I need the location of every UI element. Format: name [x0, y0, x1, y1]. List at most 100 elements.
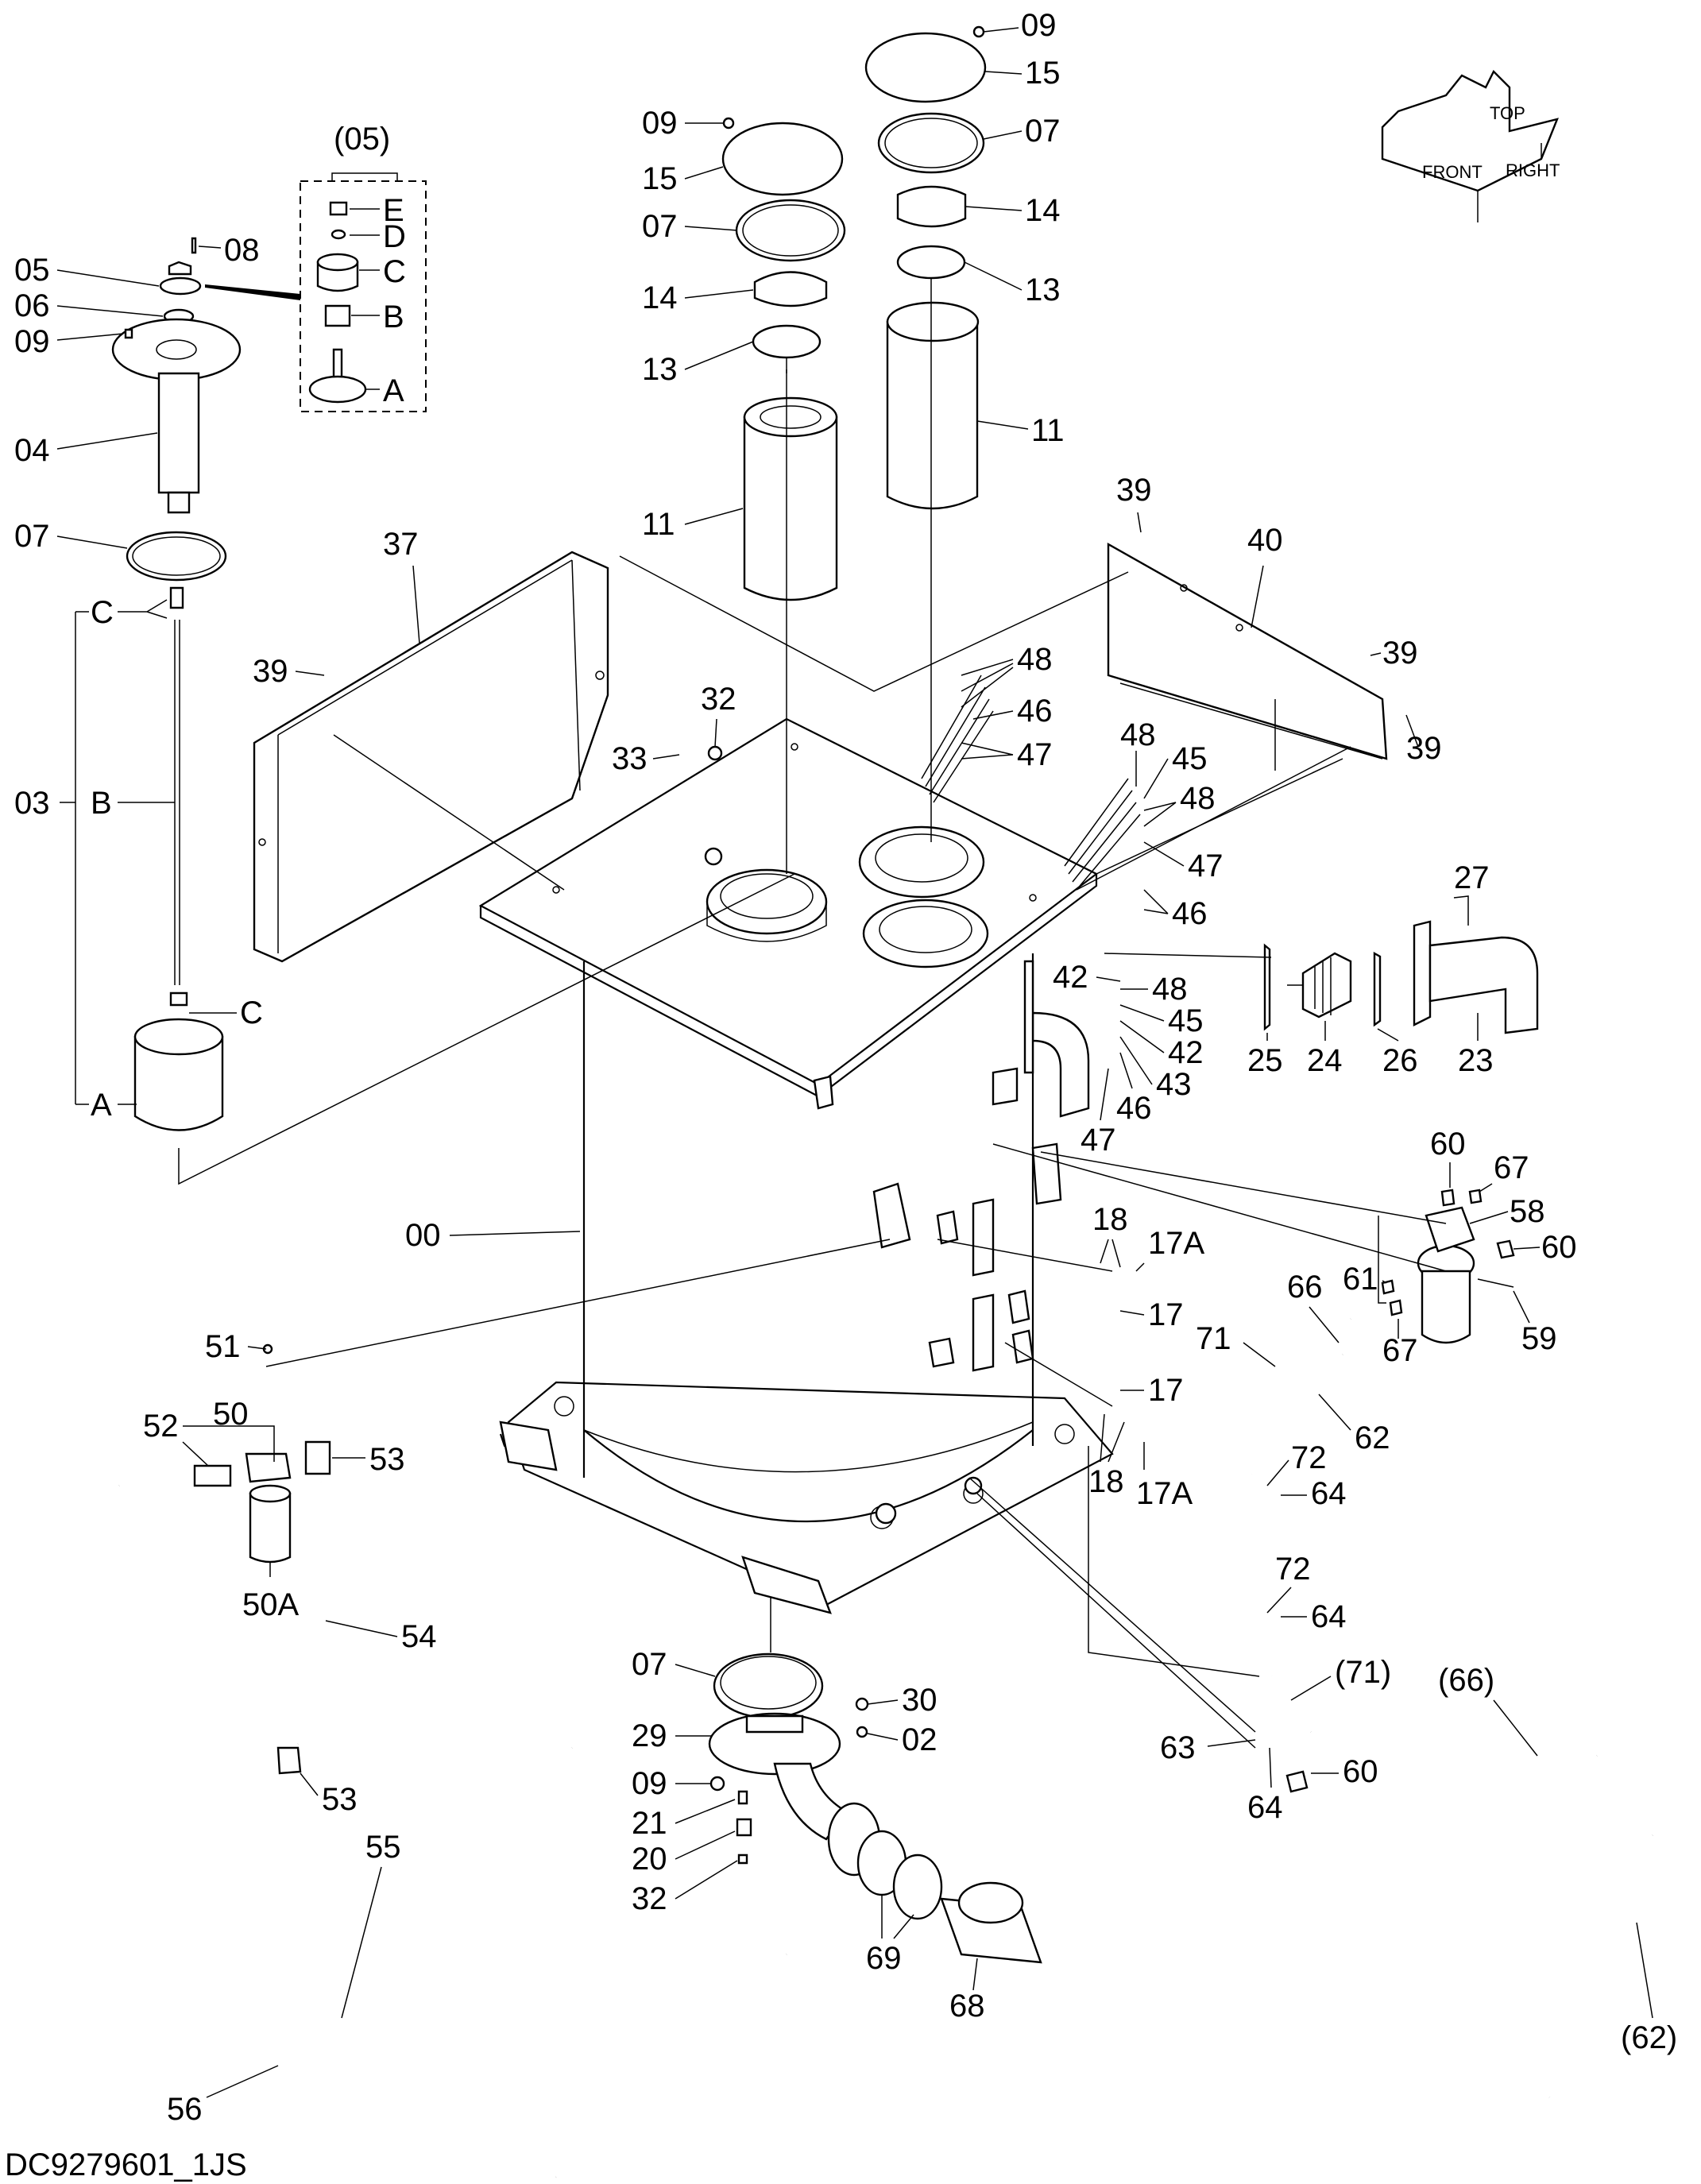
tank-top-plate: [478, 717, 1099, 1110]
callout-60-b: 60: [1541, 1230, 1577, 1265]
callout-13-b: 13: [642, 352, 678, 387]
callout-18-a: 18: [1092, 1202, 1128, 1237]
callout-60-a: 60: [1430, 1127, 1466, 1162]
filter-cover-stack: [721, 25, 987, 373]
callout-20: 20: [632, 1842, 667, 1877]
callout-21: 21: [632, 1806, 667, 1841]
callout-64-c: 64: [1247, 1790, 1283, 1825]
callout-52: 52: [143, 1409, 179, 1444]
callout-72-b: 72: [1275, 1552, 1311, 1587]
callout-07-a: 07: [1025, 114, 1061, 149]
callout-45-a: 45: [1172, 741, 1208, 776]
callout-55: 55: [365, 1830, 401, 1865]
callout-46-b: 46: [1172, 896, 1208, 931]
callout-14-a: 14: [1025, 193, 1061, 228]
callout-64-b: 64: [1311, 1599, 1347, 1634]
rod-label-c-top: C: [91, 595, 114, 630]
callout-09-b: 09: [642, 106, 678, 141]
callout-60-c: 60: [1343, 1754, 1378, 1789]
callout-71-ref: (71): [1335, 1655, 1391, 1690]
callout-69: 69: [866, 1941, 902, 1976]
callout-46-a: 46: [1017, 694, 1053, 729]
callout-05: 05: [14, 253, 50, 288]
callout-58: 58: [1510, 1194, 1545, 1229]
callout-39-a: 39: [253, 654, 288, 689]
suction-strainer: [1263, 895, 1539, 1034]
document-code: DC9279601_1JS: [5, 2147, 247, 2182]
callout-66: 66: [1287, 1270, 1323, 1305]
part-drawings: [95, 25, 1657, 2181]
callout-48-a: 48: [1017, 642, 1053, 677]
callout-04: 04: [14, 433, 50, 468]
callout-11-a: 11: [1031, 413, 1065, 448]
drain-filter-assembly: [193, 1343, 331, 1775]
orientation-indicator: FRONT RIGHT TOP: [1381, 69, 1560, 222]
callout-02: 29: [632, 1718, 667, 1753]
callout-47-a: 47: [1017, 737, 1053, 772]
callout-18-b: 18: [1088, 1464, 1124, 1499]
callout-32-b: 32: [632, 1881, 667, 1916]
filter-elements: [743, 301, 980, 601]
breather-kit-box: [205, 172, 427, 412]
callout-14-b: 14: [642, 280, 678, 315]
kit-label-e: E: [383, 193, 404, 228]
callout-68: 68: [949, 1989, 985, 2024]
callout-53-b: 53: [322, 1782, 358, 1817]
callout-33: 33: [612, 741, 648, 776]
callout-06: 06: [14, 288, 50, 323]
breather-assembly: [111, 237, 242, 1131]
callout-09-d: 09: [632, 1766, 667, 1801]
return-pipe: [992, 960, 1090, 1205]
callout-43: 43: [1156, 1067, 1192, 1102]
callout-66-ref: (66): [1438, 1663, 1494, 1698]
rod-labels: 03 C B C A: [14, 595, 263, 1123]
hose-lines: [95, 1316, 1657, 2181]
callout-61: 61: [1343, 1262, 1378, 1297]
callout-07-c: 07: [14, 519, 50, 554]
callout-30: 30: [902, 1683, 937, 1718]
callout-00: 00: [405, 1218, 441, 1253]
callout-08: 08: [224, 233, 260, 268]
callout-39-d: 39: [1406, 731, 1442, 766]
hydraulic-tank-body: [499, 953, 1114, 1614]
callout-51: 51: [205, 1329, 241, 1364]
callout-62-ref: (62): [1621, 2020, 1677, 2055]
callout-72-a: 72: [1291, 1440, 1327, 1475]
callout-07-b: 07: [642, 209, 678, 244]
front-label: FRONT: [1422, 162, 1483, 182]
callout-67-b: 67: [1382, 1333, 1418, 1368]
callout-17A-a: 17A: [1148, 1226, 1204, 1261]
callout-46-c: 46: [1116, 1091, 1152, 1126]
callout-29: 02: [902, 1722, 937, 1757]
callout-39-b: 39: [1116, 473, 1152, 508]
callout-71: 71: [1196, 1321, 1231, 1356]
callout-42-a: 42: [1053, 960, 1088, 995]
callout-40: 40: [1247, 523, 1283, 558]
callout-09-a: 09: [1021, 8, 1057, 43]
callout-59: 59: [1521, 1321, 1557, 1356]
callout-25: 25: [1247, 1043, 1283, 1078]
callout-32-a: 32: [701, 682, 736, 717]
callout-64-a: 64: [1311, 1476, 1347, 1511]
callout-56: 56: [167, 2092, 203, 2127]
right-cover-panel: [1107, 542, 1388, 760]
callout-17-a: 17: [1148, 1297, 1184, 1332]
kit-labels: (05) E D C B A: [334, 122, 406, 408]
callout-11-b: 11: [642, 507, 675, 542]
callout-47-b: 47: [1188, 848, 1224, 883]
kit-label-a: A: [383, 373, 404, 408]
callout-15-a: 15: [1025, 56, 1061, 91]
callout-17-b: 17: [1148, 1373, 1184, 1408]
callouts: 09 15 07 14 13 11 09 15 07 14 13 11 05 0…: [14, 8, 1677, 2127]
callout-53-a: 53: [369, 1442, 405, 1477]
top-label: TOP: [1490, 103, 1525, 123]
callout-48-b: 48: [1120, 717, 1156, 752]
left-cover-panel: [253, 551, 609, 963]
callout-62: 62: [1355, 1421, 1390, 1455]
kit-label-b: B: [383, 300, 404, 334]
callout-09-c: 09: [14, 324, 50, 359]
return-filter-assembly: [1381, 1189, 1515, 1344]
suction-outlet: [708, 1652, 1042, 1964]
kit-label-d: D: [383, 219, 406, 254]
